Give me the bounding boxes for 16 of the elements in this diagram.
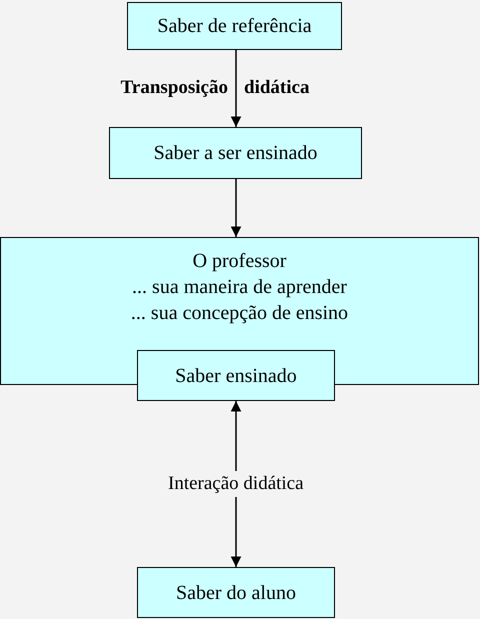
box-text: ... sua concepção de ensino xyxy=(130,301,348,326)
text-box xyxy=(137,350,335,401)
arrow xyxy=(230,179,242,237)
box-text: Saber do aluno xyxy=(176,580,296,606)
box-text: O professor xyxy=(192,249,286,274)
box-text: Saber a ser ensinado xyxy=(154,141,318,166)
box-text: Saber ensinado xyxy=(175,364,297,388)
text-box xyxy=(127,2,342,50)
text-box xyxy=(137,567,335,618)
box-text: Saber de referência xyxy=(157,14,312,39)
text-box xyxy=(0,237,479,385)
edge-label: Transposição didática xyxy=(120,76,310,98)
box-text: ... sua maneira de aprender xyxy=(132,275,347,300)
arrow xyxy=(230,50,242,127)
edge-label: Interação didática xyxy=(166,471,306,497)
text-box xyxy=(109,127,362,179)
